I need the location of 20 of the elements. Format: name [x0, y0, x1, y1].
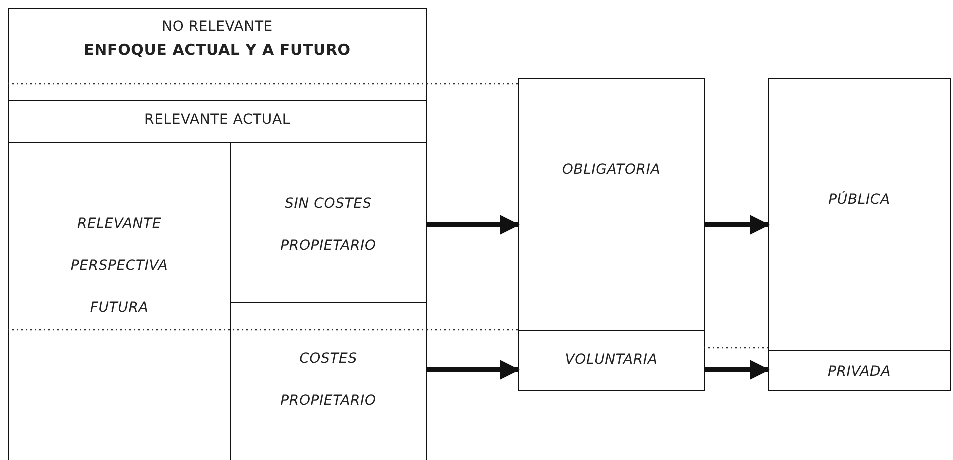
cell-text: VOLUNTARIA [564, 351, 659, 370]
cell-text: PÚBLICA [828, 190, 892, 210]
cell-text: COSTES PROPIETARIO [280, 350, 378, 411]
cell-text: OBLIGATORIA [561, 161, 662, 180]
table-cell [518, 78, 705, 331]
arrow [427, 360, 520, 380]
cell-text: SIN COSTES PROPIETARIO [280, 195, 378, 256]
table-cell [8, 8, 427, 101]
cell-text: RELEVANTE ACTUAL [144, 112, 292, 128]
cell-text: RELEVANTE PERSPECTIVA FUTURA [70, 215, 170, 318]
table-cell [8, 100, 427, 143]
table-cell [518, 330, 705, 391]
arrow [427, 215, 520, 235]
cell-text: ENFOQUE ACTUAL Y A FUTURO [83, 41, 352, 59]
table-cell [768, 350, 951, 391]
cell-text: NO RELEVANTE [161, 19, 274, 35]
arrow [705, 215, 770, 235]
arrow [705, 360, 770, 380]
cell-text: PRIVADA [827, 363, 892, 382]
table-cell [768, 78, 951, 351]
